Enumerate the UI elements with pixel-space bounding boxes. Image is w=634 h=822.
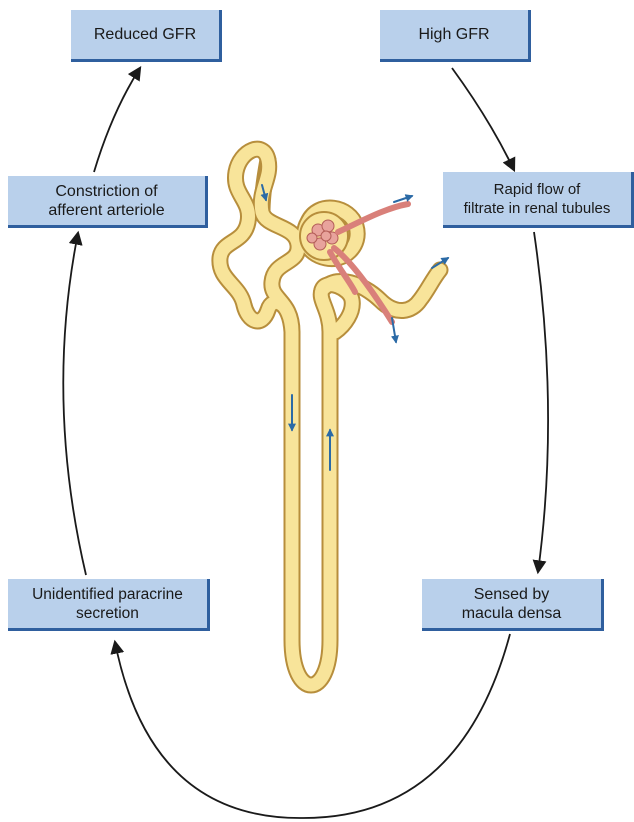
arrow-sensed-to-paracrine bbox=[115, 634, 510, 818]
step-reduced-gfr: Reduced GFR bbox=[71, 10, 222, 62]
arrow-rapid-to-sensed bbox=[534, 232, 548, 572]
step-rapid-flow: Rapid flow of filtrate in renal tubules bbox=[443, 172, 634, 228]
arrow-paracrine-to-constriction bbox=[63, 233, 86, 575]
nephron-illustration bbox=[220, 149, 448, 685]
step-constriction: Constriction of afferent arteriole bbox=[8, 176, 208, 228]
step-sensed-macula-densa: Sensed by macula densa bbox=[422, 579, 604, 631]
step-paracrine-secretion: Unidentified paracrine secretion bbox=[8, 579, 210, 631]
arrow-high-to-rapid bbox=[452, 68, 514, 170]
arrow-constriction-to-reduced bbox=[94, 68, 140, 172]
step-high-gfr: High GFR bbox=[380, 10, 531, 62]
